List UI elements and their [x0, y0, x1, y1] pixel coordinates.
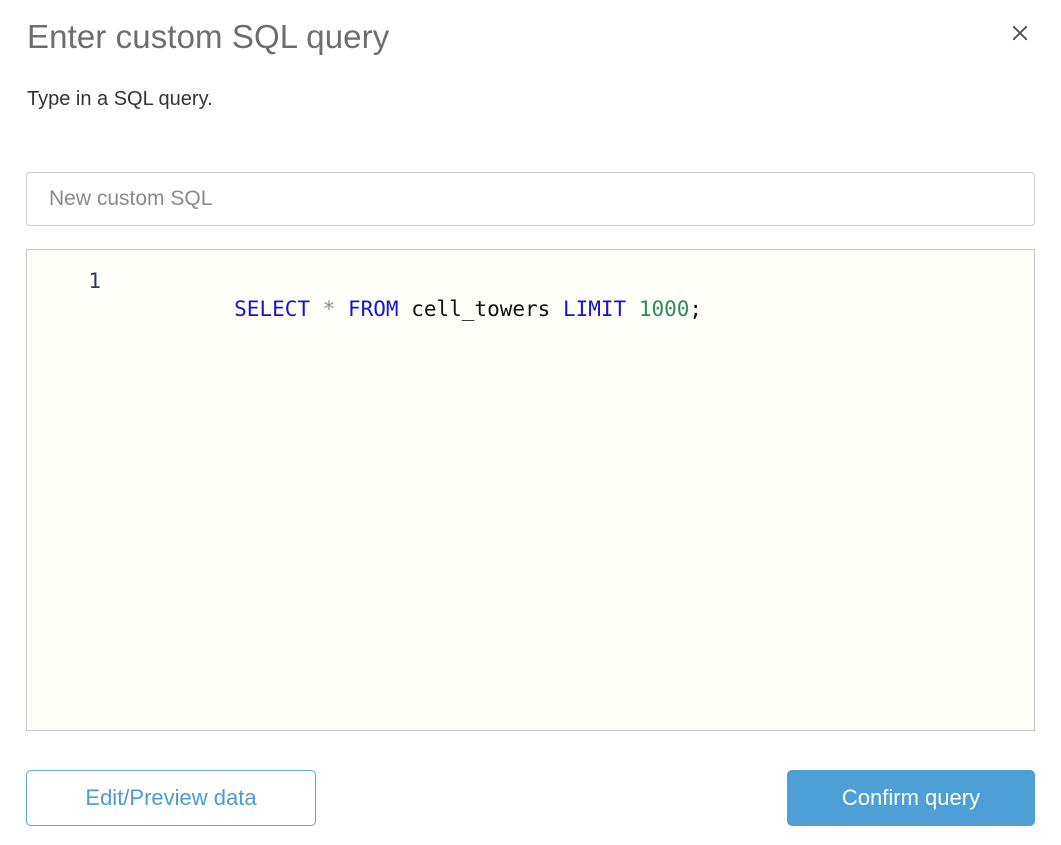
confirm-query-button[interactable]: Confirm query: [787, 770, 1035, 826]
sql-token-from: FROM: [347, 297, 399, 321]
sql-token-space: [310, 297, 323, 321]
sql-token-semicolon: ;: [689, 297, 703, 321]
line-number: 1: [88, 269, 101, 293]
sql-token-number: 1000: [638, 297, 690, 321]
sql-token-limit: LIMIT: [562, 297, 627, 321]
sql-token-select: SELECT: [234, 297, 311, 321]
close-icon[interactable]: [1005, 18, 1035, 48]
edit-preview-data-button[interactable]: Edit/Preview data: [26, 770, 316, 826]
page-title: Enter custom SQL query: [27, 18, 390, 55]
sql-token-space: [626, 297, 639, 321]
sql-token-space: [550, 297, 563, 321]
sql-token-table: cell_towers: [411, 297, 551, 321]
sql-code-editor[interactable]: 1 SELECT * FROM cell_towers LIMIT 1000;: [26, 249, 1035, 731]
sql-token-space: [335, 297, 348, 321]
code-line: 1 SELECT * FROM cell_towers LIMIT 1000;: [27, 250, 1034, 351]
query-name-input[interactable]: [26, 172, 1035, 226]
dialog-subtitle: Type in a SQL query.: [27, 88, 213, 110]
sql-token-star: *: [322, 297, 336, 321]
sql-query-text: SELECT * FROM cell_towers LIMIT 1000;: [101, 267, 1034, 351]
sql-token-space: [399, 297, 412, 321]
